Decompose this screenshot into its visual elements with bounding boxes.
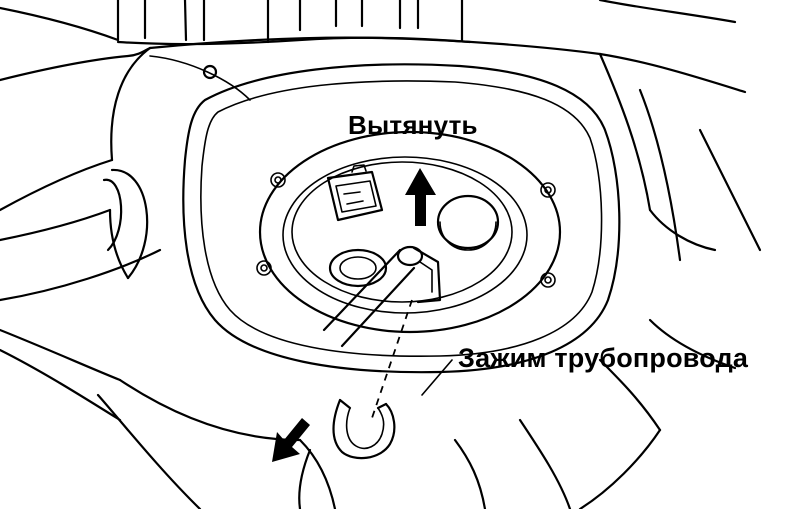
pipe-clamp-label: Зажим трубопровода [458,343,749,373]
clamp-leader-line [421,359,453,396]
guide-line [371,299,413,419]
electrical-connector [326,164,384,222]
remove-arrow-icon [272,418,310,462]
pipe-clamp-part [332,398,396,460]
pull-label: Вытянуть [348,110,478,140]
pump-flange [258,130,562,334]
cap [436,194,500,251]
bolt-icon [270,172,286,188]
pull-arrow-icon [405,168,436,226]
flange-bolts [256,172,556,288]
service-recess [149,55,621,374]
clamp-bracket [328,248,388,288]
bolt-icon [540,182,556,198]
floor-panel [0,36,762,509]
fuel-pipe [322,245,442,348]
mounting-hole [202,64,218,80]
bolt-icon [540,272,556,288]
bolt-icon [256,260,272,276]
